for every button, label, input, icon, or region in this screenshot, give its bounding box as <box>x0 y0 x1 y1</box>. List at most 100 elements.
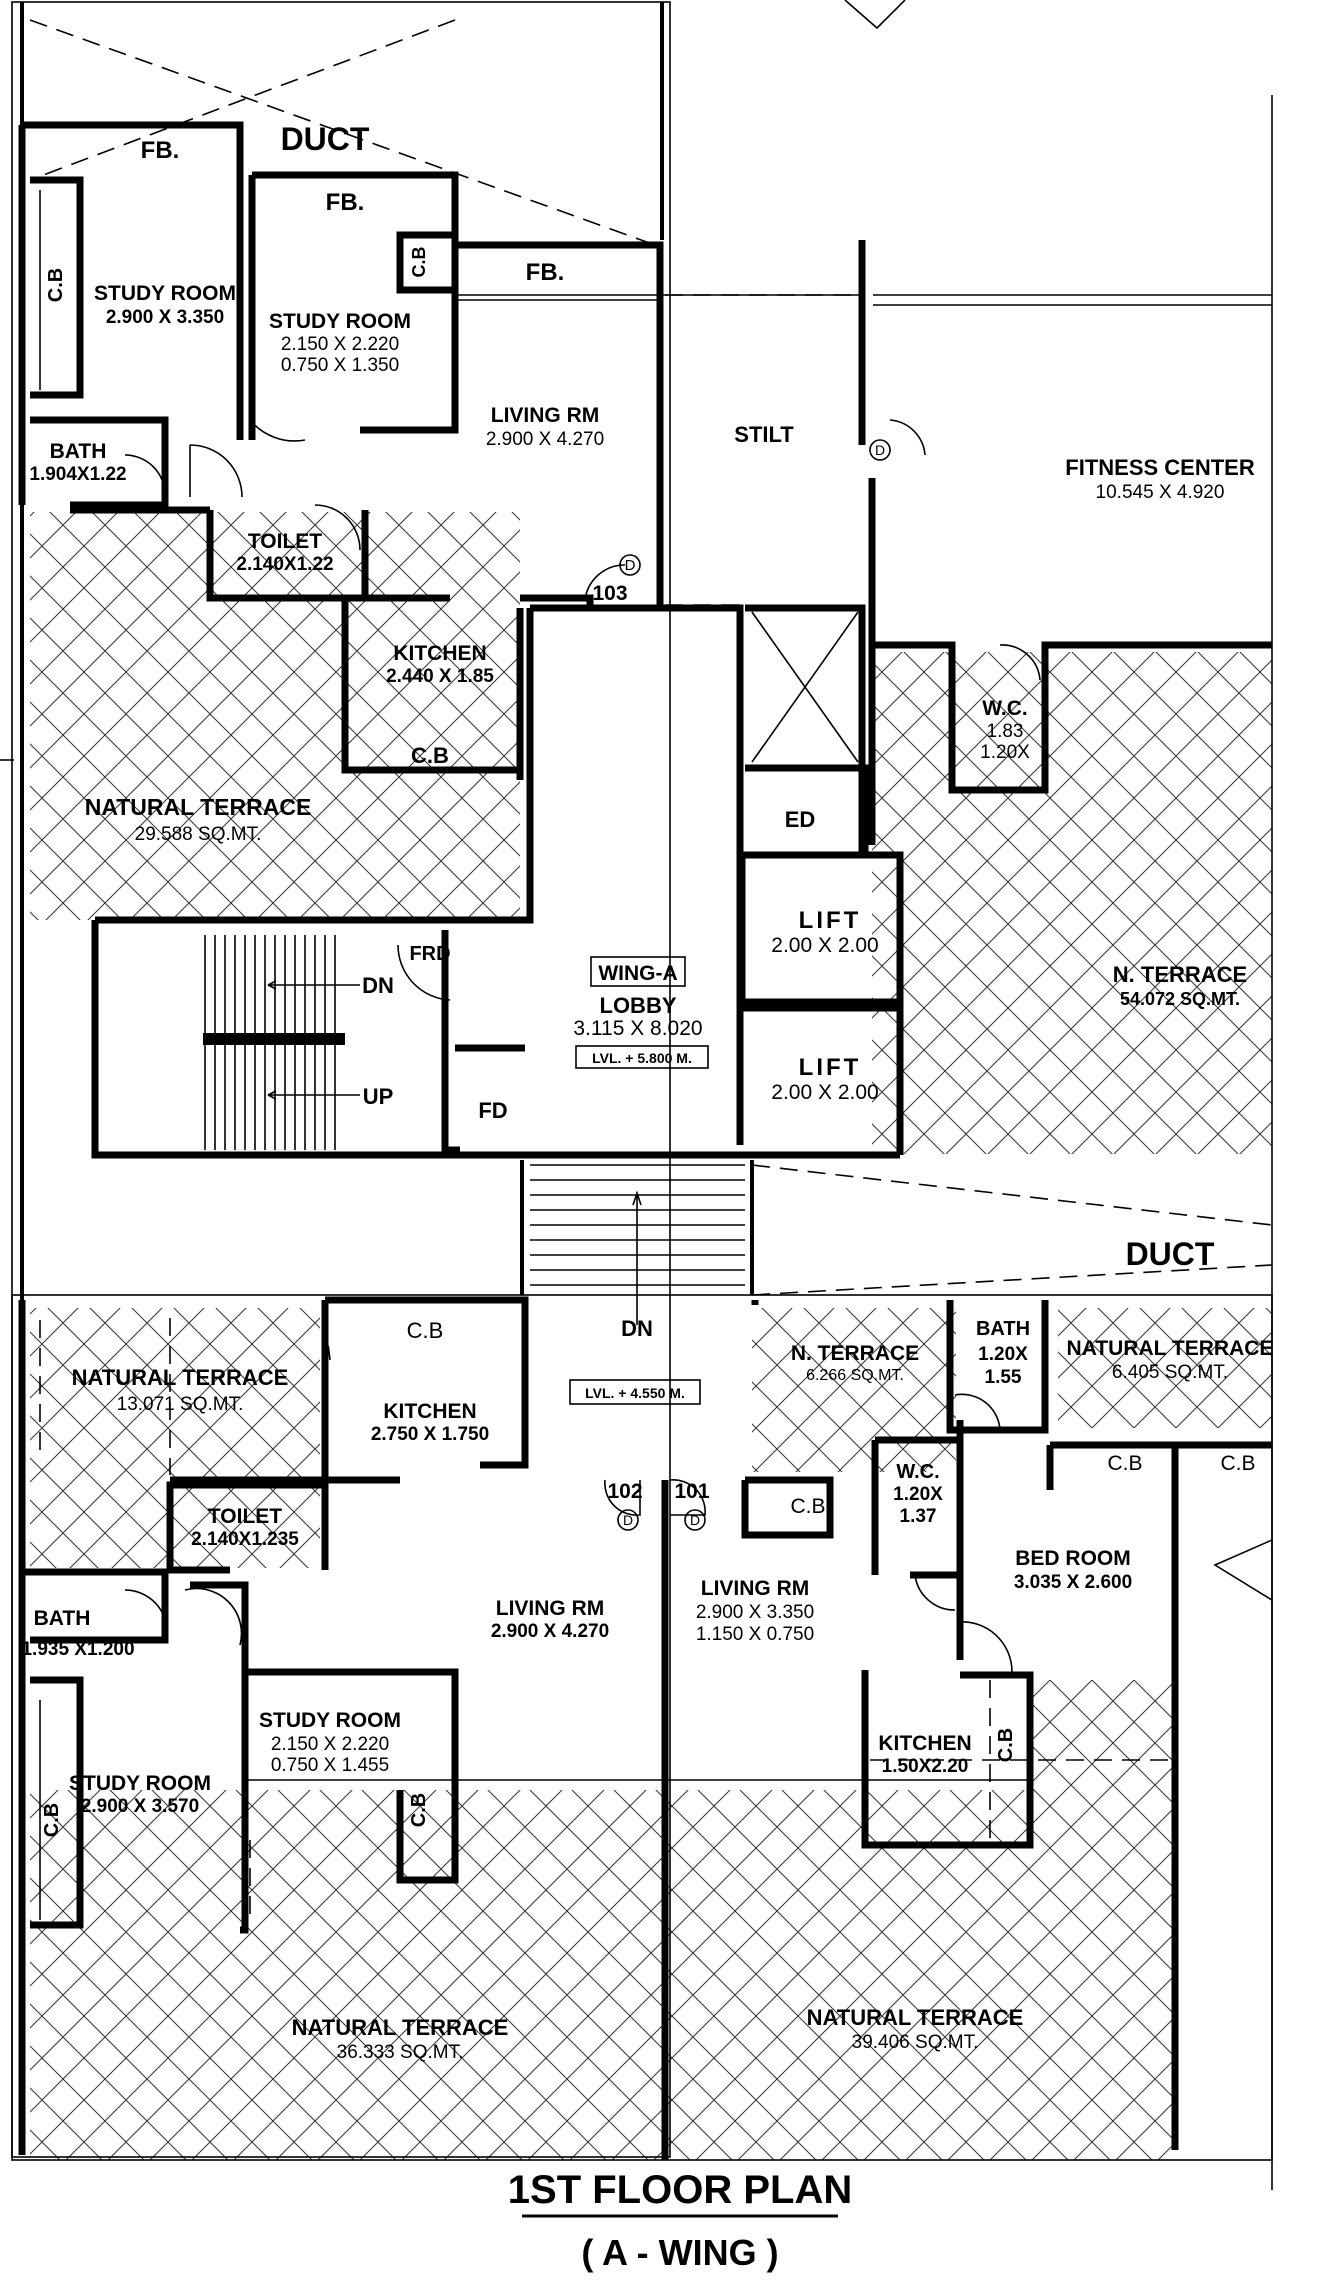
living-103-size: 2.900 X 4.270 <box>486 429 604 450</box>
walls <box>11 1 1273 2190</box>
fb-label-3: FB. <box>526 259 565 286</box>
toilet-102-size: 2.140X1.235 <box>191 1529 299 1550</box>
frd-label: FRD <box>409 943 450 965</box>
cb-label-lobby-101: C.B <box>790 1495 825 1518</box>
kitchen-101-size: 1.50X2.20 <box>882 1756 969 1777</box>
stair-treads <box>203 935 745 1286</box>
n-terrace-101-area: 6.266 SQ.MT. <box>806 1367 904 1384</box>
kitchen-103-name: KITCHEN <box>393 642 486 665</box>
toilet-103-size: 2.140X1.22 <box>236 554 333 575</box>
plan-title: 1ST FLOOR PLAN <box>508 2168 852 2212</box>
fitness-name: FITNESS CENTER <box>1065 455 1255 480</box>
bath-103-size: 1.904X1.22 <box>29 464 126 485</box>
lift-2-size: 2.00 X 2.00 <box>771 1081 878 1104</box>
study-room-1-name: STUDY ROOM <box>94 282 236 305</box>
stair-dn-label: DN <box>362 973 394 998</box>
kitchen-102-name: KITCHEN <box>383 1400 476 1423</box>
study-102-1-size: 2.900 X 3.570 <box>81 1796 199 1817</box>
living-101-name: LIVING RM <box>701 1577 810 1600</box>
dashed-lines <box>29 19 1273 1920</box>
living-103-name: LIVING RM <box>491 404 600 427</box>
study-room-2-size-2: 0.750 X 1.350 <box>281 355 399 376</box>
kitchen-102-size: 2.750 X 1.750 <box>371 1424 489 1445</box>
flat-102-door: D <box>623 1512 633 1528</box>
flat-101-number: 101 <box>674 1480 709 1503</box>
terrace-101-top-name: NATURAL TERRACE <box>1067 1337 1274 1360</box>
kitchen-103-size: 2.440 X 1.85 <box>386 666 494 687</box>
landing-level: LVL. + 4.550 M. <box>585 1385 685 1401</box>
wc-101-name: W.C. <box>896 1461 939 1483</box>
cb-label-study-102-b: C.B <box>41 1803 63 1837</box>
living-102-name: LIVING RM <box>496 1597 605 1620</box>
ed-label: ED <box>785 807 816 832</box>
cb-label-kitchen-103: C.B <box>411 743 449 768</box>
flat-103-door: D <box>625 557 636 574</box>
cb-label-study2: C.B <box>409 247 429 278</box>
lobby-name: LOBBY <box>600 993 677 1018</box>
lift-2-label: LIFT <box>799 1054 862 1081</box>
stair-up-label: UP <box>363 1084 394 1109</box>
bath-102-name: BATH <box>34 1607 91 1630</box>
terrace-101-bottom-area: 39.406 SQ.MT. <box>852 2032 979 2053</box>
flat-101-door: D <box>690 1512 700 1528</box>
fitness-door: D <box>875 442 885 458</box>
wc-top-size-2: 1.20X <box>980 742 1030 763</box>
cb-label-kitchen-101: C.B <box>995 1728 1017 1762</box>
living-101-size-2: 1.150 X 0.750 <box>696 1624 814 1645</box>
kitchen-101-name: KITCHEN <box>878 1732 971 1755</box>
fitness-size: 10.545 X 4.920 <box>1096 482 1225 503</box>
terrace-101-top-area: 6.405 SQ.MT. <box>1112 1362 1228 1383</box>
lobby-level: LVL. + 5.800 M. <box>592 1050 692 1066</box>
cb-label-bed-1: C.B <box>1107 1452 1142 1475</box>
study-102-1-name: STUDY ROOM <box>69 1772 211 1795</box>
stair-dn-lobby-label: DN <box>621 1316 653 1341</box>
flat-102-number: 102 <box>607 1480 642 1503</box>
lift-1-size: 2.00 X 2.00 <box>771 934 878 957</box>
fb-label-2: FB. <box>326 189 365 216</box>
terrace-102-top-area: 13.071 SQ.MT. <box>117 1394 244 1415</box>
toilet-102-name: TOILET <box>208 1505 282 1528</box>
duct-label-right: DUCT <box>1126 1236 1215 1272</box>
door-markers <box>617 439 891 1531</box>
stilt-label: STILT <box>734 422 794 447</box>
fd-label: FD <box>478 1098 507 1123</box>
wc-top-size-1: 1.83 <box>987 721 1024 742</box>
study-102-2-size-1: 2.150 X 2.220 <box>271 1734 389 1755</box>
n-terrace-top-area: 54.072 SQ.MT. <box>1120 989 1240 1009</box>
lobby-size: 3.115 X 8.020 <box>573 1017 702 1040</box>
terrace-101-bottom-name: NATURAL TERRACE <box>807 2005 1024 2030</box>
toilet-103-name: TOILET <box>248 530 322 553</box>
bath-101-name: BATH <box>976 1318 1030 1340</box>
bed-room-101-name: BED ROOM <box>1015 1547 1131 1570</box>
duct-label-top: DUCT <box>281 121 370 157</box>
bath-101-size-2: 1.55 <box>985 1367 1022 1388</box>
living-102-size: 2.900 X 4.270 <box>491 1621 609 1642</box>
living-101-size-1: 2.900 X 3.350 <box>696 1602 814 1623</box>
door-swings <box>124 419 1041 1673</box>
study-102-2-name: STUDY ROOM <box>259 1709 401 1732</box>
wc-top-name: W.C. <box>982 697 1028 720</box>
terrace-103-name: NATURAL TERRACE <box>85 794 312 820</box>
bed-room-101-size: 3.035 X 2.600 <box>1014 1572 1132 1593</box>
plan-subtitle: ( A - WING ) <box>581 2232 778 2273</box>
terrace-102-top-name: NATURAL TERRACE <box>72 1365 289 1390</box>
cb-label-bed-2: C.B <box>1220 1452 1255 1475</box>
bath-102-size: 1.935 X1.200 <box>21 1639 134 1660</box>
lift-1-label: LIFT <box>799 907 862 934</box>
fb-label-1: FB. <box>141 137 180 164</box>
wc-101-size-1: 1.20X <box>893 1484 943 1505</box>
terrace-102-bottom-area: 36.333 SQ.MT. <box>337 2042 464 2063</box>
cb-label-study-102: C.B <box>408 1793 430 1827</box>
terrace-102-bottom-name: NATURAL TERRACE <box>292 2015 509 2040</box>
terrace-103-area: 29.588 SQ.MT. <box>135 824 262 845</box>
bath-101-size-1: 1.20X <box>978 1344 1028 1365</box>
n-terrace-top-name: N. TERRACE <box>1113 962 1247 987</box>
n-terrace-101-name: N. TERRACE <box>791 1342 919 1365</box>
study-room-2-size-1: 2.150 X 2.220 <box>281 334 399 355</box>
flat-103-number: 103 <box>592 582 627 605</box>
study-room-2-name: STUDY ROOM <box>269 310 411 333</box>
study-room-1-size: 2.900 X 3.350 <box>106 307 224 328</box>
study-102-2-size-2: 0.750 X 1.455 <box>271 1755 389 1776</box>
lobby-wing-tag: WING-A <box>598 962 677 985</box>
